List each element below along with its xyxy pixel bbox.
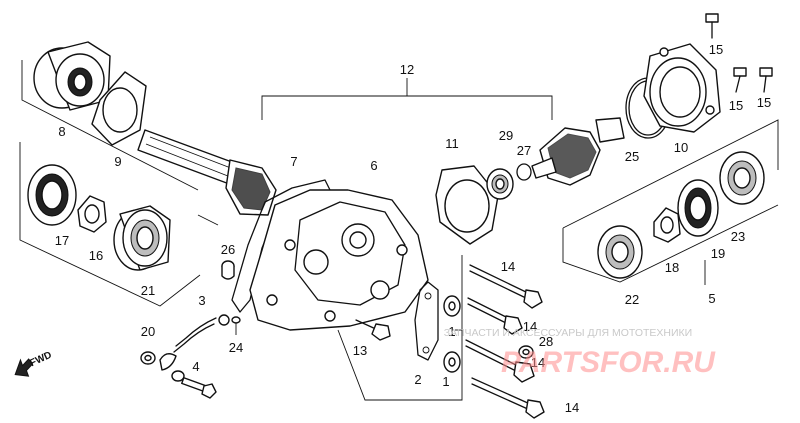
callout-25: 25 <box>625 149 639 164</box>
right-bearing-group-frame <box>562 119 779 285</box>
callout-14a: 14 <box>501 259 515 274</box>
part-23-ball-bearing <box>719 151 765 205</box>
part-8-bearing-housing <box>33 41 111 111</box>
part-27-circlip <box>516 163 532 181</box>
callout-14d: 14 <box>565 400 579 415</box>
part-14-bolt-1 <box>469 264 543 309</box>
callout-28: 28 <box>539 334 553 349</box>
callout-6: 6 <box>370 158 377 173</box>
part-15-bolt-1 <box>705 13 719 39</box>
callout-9: 9 <box>114 154 121 169</box>
part-15-bolt-3 <box>759 67 773 93</box>
watermark-brand: PARTSFOR.RU <box>501 346 716 379</box>
part-22-ball-bearing <box>597 225 643 279</box>
callout-5: 5 <box>708 291 715 306</box>
callout-27: 27 <box>517 143 531 158</box>
part-3-breather-tube <box>173 314 230 353</box>
watermark-tagline: ЗАПЧАСТИ И АКСЕССУАРЫ ДЛЯ МОТОТЕХНИКИ <box>444 327 692 339</box>
callout-20: 20 <box>141 324 155 339</box>
callout-18: 18 <box>665 260 679 275</box>
callout-15b: 15 <box>729 98 743 113</box>
part-1-collar-lower <box>443 351 461 373</box>
part-12-ring-gear <box>531 117 625 186</box>
callout-11: 11 <box>445 136 459 151</box>
part-14-bolt-4 <box>471 377 545 419</box>
fwd-label: FWD <box>28 350 53 370</box>
callout-26: 26 <box>221 242 235 257</box>
callout-14b: 14 <box>523 319 537 334</box>
callout-17: 17 <box>55 233 69 248</box>
callout-23: 23 <box>731 229 745 244</box>
callout-13: 13 <box>353 343 367 358</box>
part-24-dowel <box>231 316 241 335</box>
part-1-collar-upper <box>443 295 461 317</box>
part-12-pinion-shaft <box>137 129 277 216</box>
callout-15c: 15 <box>757 95 771 110</box>
callout-21: 21 <box>141 283 155 298</box>
callout-1b: 1 <box>442 374 449 389</box>
part-13-stud <box>355 319 391 341</box>
part-18-lock-nut <box>653 207 681 243</box>
part-10-bearing-housing <box>643 43 721 133</box>
callout-8: 8 <box>58 124 65 139</box>
callout-7: 7 <box>290 154 297 169</box>
part-16-lock-nut <box>77 195 107 233</box>
callout-19: 19 <box>711 246 725 261</box>
part-2-side-gasket <box>414 281 439 361</box>
part-17-spline-ring <box>27 164 77 226</box>
bolt-group-frame <box>337 255 463 401</box>
part-6-final-drive-case <box>249 189 429 331</box>
part-14-bolt-3 <box>465 339 535 383</box>
part-15-bolt-2 <box>733 67 747 93</box>
part-4-bolt <box>181 377 217 399</box>
part-29-bearing <box>486 168 514 200</box>
callout-15a: 15 <box>709 42 723 57</box>
part-14-bolt-2 <box>467 297 523 335</box>
left-bearing-group-frame <box>19 60 219 307</box>
callout-16: 16 <box>89 248 103 263</box>
forward-direction-arrow: FWD <box>14 350 54 377</box>
part-28-washer <box>518 345 534 359</box>
part-26-collar <box>221 260 235 280</box>
watermark: ЗАПЧАСТИ И АКСЕССУАРЫ ДЛЯ МОТОТЕХНИКИ PA… <box>444 327 717 379</box>
part-21-ball-bearing <box>113 205 171 271</box>
part-9-gasket <box>91 71 147 146</box>
callout-1a: 1 <box>448 324 455 339</box>
part-20-washer <box>140 351 156 365</box>
part-12-bracket <box>261 78 553 120</box>
callout-12: 12 <box>400 62 414 77</box>
callout-4: 4 <box>192 359 199 374</box>
callout-29: 29 <box>499 128 513 143</box>
callout-numbers: 1 1 2 3 4 5 6 7 8 9 10 11 12 13 14 14 14… <box>55 42 771 415</box>
callout-2: 2 <box>414 372 421 387</box>
callout-3: 3 <box>198 293 205 308</box>
callout-10: 10 <box>674 140 688 155</box>
callout-24: 24 <box>229 340 243 355</box>
part-19-spline-ring <box>677 179 719 237</box>
callout-22: 22 <box>625 292 639 307</box>
tube-clamp <box>159 353 185 382</box>
callout-14c: 14 <box>531 355 545 370</box>
part-11-gasket <box>435 165 499 245</box>
